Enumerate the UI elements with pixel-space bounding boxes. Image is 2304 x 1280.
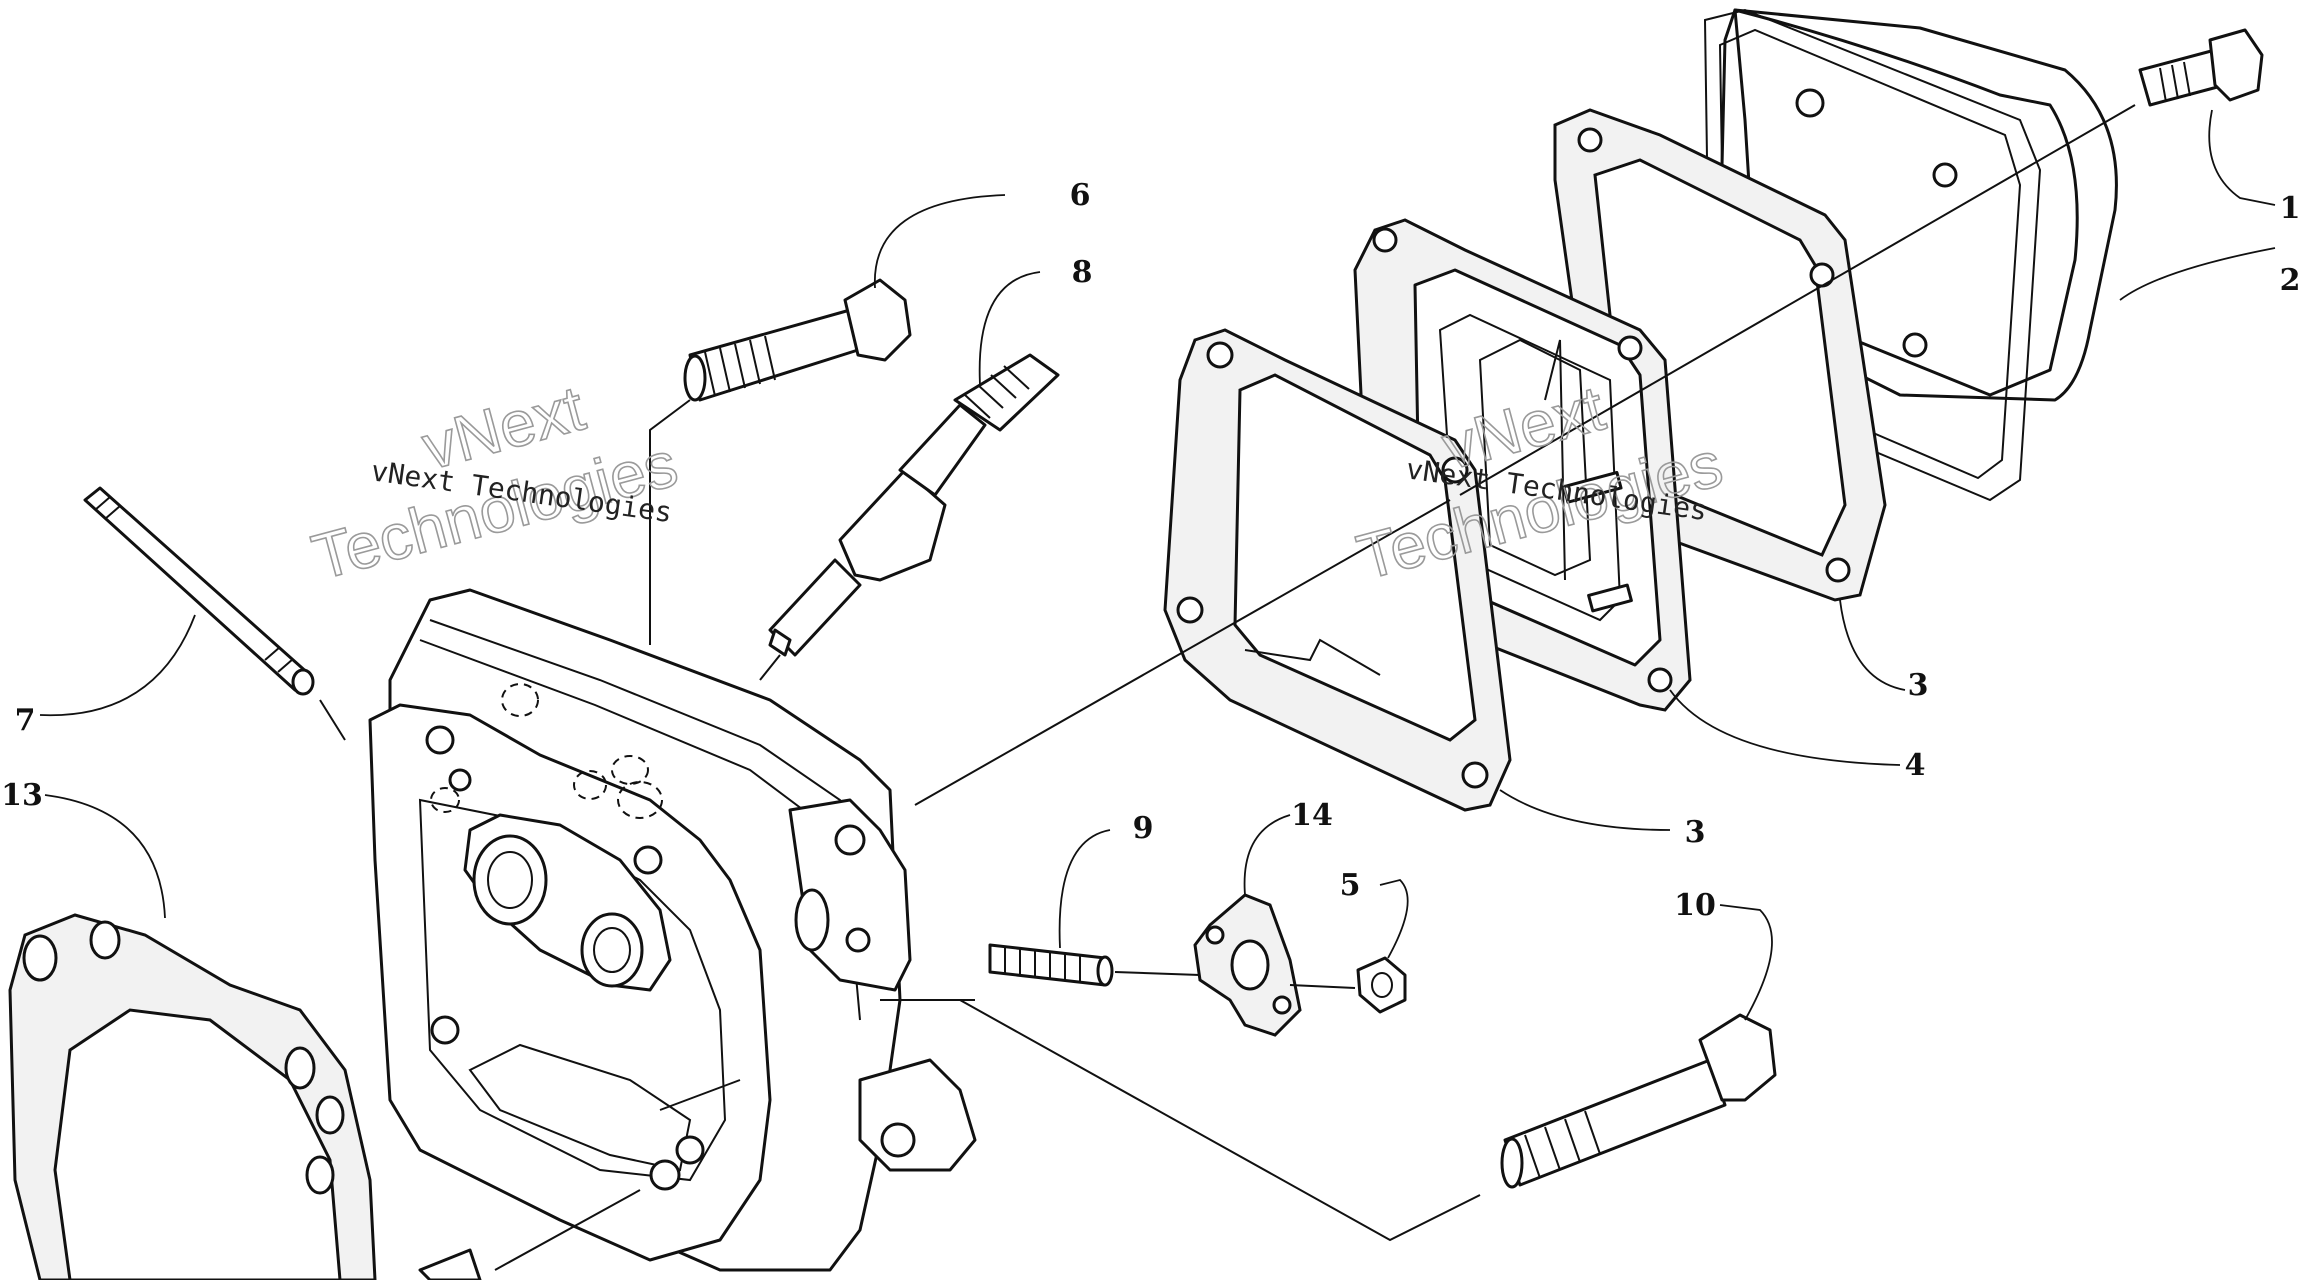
bolt-10 [1500, 1013, 1777, 1189]
callout-3-lower: 3 [1685, 815, 1706, 850]
callout-6: 6 [1070, 178, 1091, 213]
callout-2: 2 [2280, 263, 2301, 298]
nut-5 [1356, 956, 1407, 1014]
watermark-left: vNext Technologies vNext Technologies [304, 371, 685, 595]
spark-plug-8 [768, 353, 1060, 657]
callout-9: 9 [1133, 811, 1154, 846]
callout-7: 7 [15, 703, 36, 738]
gasket-lower [1163, 328, 1512, 812]
stud-9 [988, 943, 1114, 987]
bolt-1 [2138, 28, 2264, 107]
callout-5: 5 [1340, 868, 1361, 903]
callout-13: 13 [1, 778, 43, 813]
cylinder-head [368, 588, 977, 1272]
callout-1: 1 [2280, 191, 2301, 226]
callout-4: 4 [1905, 748, 1926, 783]
callout-8: 8 [1072, 255, 1093, 290]
callout-14: 14 [1291, 798, 1333, 833]
callout-labels: 1 2 3 3 4 5 6 7 8 9 10 13 14 [1, 178, 2300, 923]
callout-10: 10 [1674, 888, 1716, 923]
exhaust-gasket-14 [1193, 893, 1302, 1037]
stud-7 [83, 486, 315, 696]
callout-3-upper: 3 [1908, 668, 1929, 703]
assembly-lines [319, 104, 2136, 1271]
callout-leaders [39, 109, 2276, 1021]
bolt-6 [683, 278, 912, 402]
head-gasket [8, 913, 377, 1280]
bolt-bottom-partial [418, 1248, 482, 1280]
